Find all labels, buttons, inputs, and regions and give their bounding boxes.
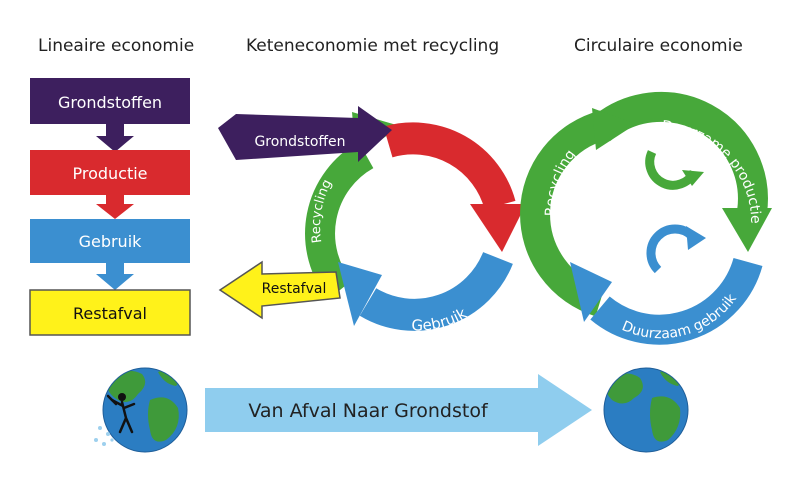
circular-use-arrowhead [570,262,612,322]
circular-production-arc [590,91,768,215]
chain-cycle: Grondstoffen Restafval Productie Gebruik… [218,84,526,334]
step-box-grondstoffen [30,78,190,124]
step-label-gebruik: Gebruik [79,232,143,251]
bottom-row: Van Afval Naar Grondstof [94,367,689,453]
chain-use-arrowhead [338,262,382,326]
circular-cycle: Duurzame productie Duurzaam gebruik Recy… [520,91,772,345]
heading-circular-economy: Circulaire economie [574,36,743,56]
down-arrow-1 [96,124,134,152]
chain-use-arc [359,251,513,331]
heading-linear-economy: Lineaire economie [38,36,195,56]
down-arrow-2 [96,195,134,219]
chain-input-label: Grondstoffen [254,134,345,150]
digging-person-icon [106,393,136,434]
circular-production-text: Duurzame productie [661,118,763,224]
afval-naar-grondstof-label: Van Afval Naar Grondstof [248,400,489,422]
globe-left-icon [94,367,188,453]
chain-production-arrowhead [470,204,526,252]
step-label-restafval: Restafval [73,304,147,323]
chain-input-arrow [218,106,392,162]
circular-recycling-arrowhead [592,108,636,150]
chain-waste-arrow [218,260,341,320]
afval-naar-grondstof-arrow [205,374,592,446]
step-label-productie: Productie [72,164,147,183]
circular-production-label: Duurzame productie [661,118,763,224]
inner-green-loop [645,150,699,190]
step-label-grondstoffen: Grondstoffen [58,93,162,112]
step-box-gebruik [30,219,190,263]
step-box-restafval [29,289,191,336]
circular-production-arrowhead [722,208,772,252]
step-box-productie [30,150,190,195]
globe-right-icon [603,367,689,453]
heading-chain-economy: Keteneconomie met recycling [246,36,500,56]
circular-recycling-arc [520,110,609,317]
linear-flow: Grondstoffen Productie Gebruik Restafval [29,78,191,336]
circular-use-arc [590,257,763,345]
down-arrow-3 [96,263,134,290]
chain-production-arc [383,122,516,210]
inner-blue-loop-arrowhead [686,226,706,250]
inner-blue-loop [646,224,696,274]
inner-green-loop-arrowhead [682,170,704,186]
chain-waste-label: Restafval [262,281,327,297]
